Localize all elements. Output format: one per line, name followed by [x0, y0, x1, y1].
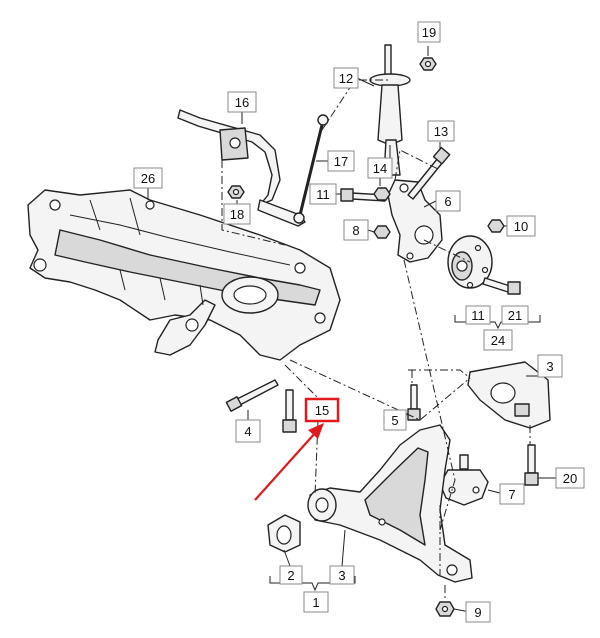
- svg-text:9: 9: [474, 605, 481, 620]
- nut-10: [487, 219, 505, 233]
- nut-19: [419, 57, 437, 71]
- svg-text:18: 18: [230, 207, 244, 222]
- callout-15-highlighted: 15: [304, 397, 340, 423]
- wheel-bearing-housing-part: [387, 179, 443, 263]
- bolt-11-hub: [482, 277, 521, 295]
- svg-text:5: 5: [391, 413, 398, 428]
- leader-lines: [221, 79, 531, 600]
- bolt-20: [524, 444, 539, 486]
- nut-8: [373, 225, 391, 239]
- svg-text:13: 13: [434, 124, 448, 139]
- bolt-15: [282, 389, 297, 433]
- callout-7: 7: [499, 483, 525, 505]
- callout-8: 8: [343, 219, 369, 241]
- callout-9: 9: [465, 601, 491, 623]
- callout-2: 2: [279, 565, 303, 585]
- callout-1: 1: [303, 591, 329, 613]
- svg-text:24: 24: [491, 333, 505, 348]
- svg-text:2: 2: [287, 568, 294, 583]
- svg-text:3: 3: [546, 359, 553, 374]
- callout-3-bushing: 3: [537, 354, 563, 378]
- callout-20: 20: [555, 467, 585, 489]
- svg-text:11: 11: [316, 187, 330, 202]
- callout-5: 5: [383, 409, 407, 431]
- wishbone-part: [307, 424, 473, 583]
- callout-3-arm: 3: [329, 565, 355, 585]
- highlight-arrow: [254, 423, 324, 501]
- svg-text:26: 26: [141, 171, 155, 186]
- callout-24: 24: [483, 329, 513, 351]
- brace-24: [454, 315, 541, 330]
- bolt-4: [225, 379, 279, 412]
- svg-text:3: 3: [338, 568, 345, 583]
- strut-part: [369, 44, 411, 176]
- bonded-bush-part: [267, 514, 301, 553]
- svg-text:14: 14: [373, 161, 387, 176]
- callout-18: 18: [223, 203, 251, 225]
- svg-text:17: 17: [334, 154, 348, 169]
- ball-joint-part: [439, 454, 489, 506]
- subframe-part: [27, 189, 341, 361]
- callout-16: 16: [227, 91, 257, 113]
- callout-13: 13: [427, 120, 455, 142]
- nut-9: [435, 601, 455, 617]
- svg-text:4: 4: [244, 424, 251, 439]
- svg-text:19: 19: [422, 25, 436, 40]
- brace-1: [269, 576, 356, 592]
- bolt-13: [407, 146, 451, 200]
- svg-text:20: 20: [563, 471, 577, 486]
- callout-10: 10: [506, 215, 536, 237]
- nut-14: [373, 187, 391, 201]
- svg-text:11: 11: [471, 308, 485, 323]
- callout-17: 17: [327, 150, 355, 172]
- callout-6: 6: [435, 190, 461, 212]
- callout-12: 12: [333, 67, 359, 89]
- svg-text:15: 15: [315, 403, 329, 418]
- callout-11-hub: 11: [465, 305, 491, 325]
- svg-text:10: 10: [514, 219, 528, 234]
- svg-text:6: 6: [444, 194, 451, 209]
- callout-11-upper: 11: [309, 183, 337, 205]
- svg-text:7: 7: [508, 487, 515, 502]
- svg-text:8: 8: [352, 223, 359, 238]
- svg-text:16: 16: [235, 95, 249, 110]
- stabilizer-bar-part: [177, 109, 306, 227]
- callout-4: 4: [235, 419, 261, 443]
- svg-text:12: 12: [339, 71, 353, 86]
- callout-21: 21: [501, 305, 529, 325]
- svg-text:21: 21: [508, 308, 522, 323]
- callout-19: 19: [417, 21, 441, 43]
- svg-text:1: 1: [312, 595, 319, 610]
- nut-18: [227, 185, 245, 199]
- coupling-rod-part: [293, 114, 329, 224]
- callout-14: 14: [367, 157, 393, 179]
- callout-26: 26: [133, 167, 163, 189]
